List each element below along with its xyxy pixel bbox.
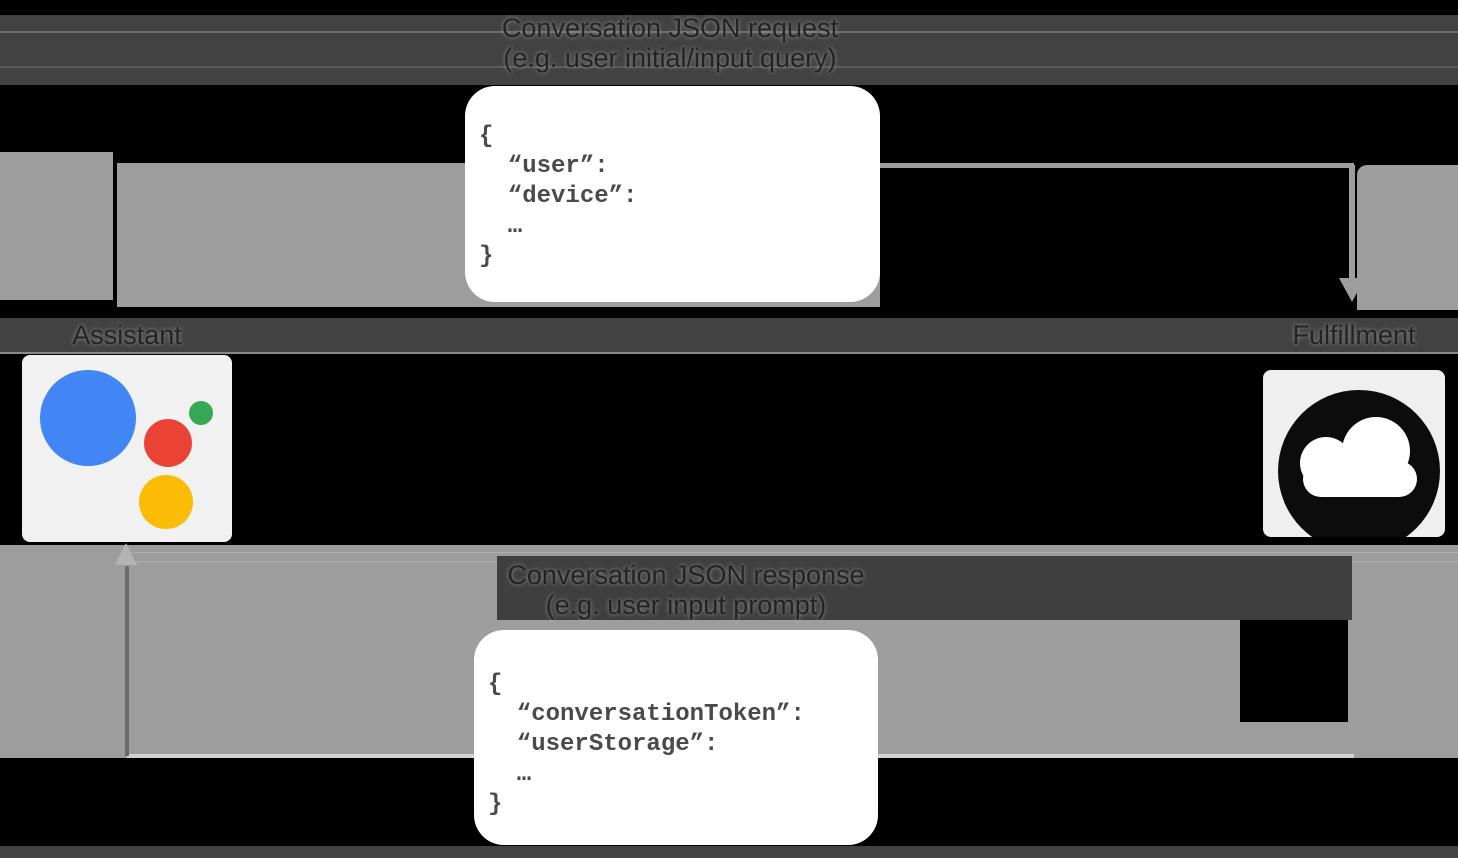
- code-line: “device”:: [479, 183, 638, 210]
- response-title-line1: Conversation JSON response: [507, 560, 865, 590]
- corridor-stripe: [127, 552, 1458, 553]
- band-stripe: [0, 66, 1458, 68]
- response-json-box: { “conversationToken”: “userStorage”: …}: [474, 630, 878, 845]
- response-title: Conversation JSON response (e.g. user in…: [386, 560, 986, 620]
- assistant-yellow-dot: [139, 475, 193, 529]
- response-arrow-line-left: [125, 566, 129, 756]
- cloud-icon: [1263, 370, 1445, 537]
- request-title-band: [0, 15, 1458, 85]
- code-line: }: [488, 791, 503, 818]
- code-line: “userStorage”:: [488, 731, 719, 758]
- request-arrowhead-down-icon: [1339, 278, 1365, 302]
- code-line: …: [488, 761, 532, 788]
- response-arrowhead-up-icon: [115, 543, 137, 565]
- fulfillment-label: Fulfillment: [1292, 320, 1416, 350]
- response-title-band: [497, 556, 1352, 620]
- request-title-line2: (e.g. user initial/input query): [503, 43, 837, 73]
- request-arrow-line-vertical: [1349, 165, 1355, 280]
- cloud-base: [1303, 461, 1417, 497]
- request-corridor-left: [0, 152, 113, 300]
- code-line: “user”:: [479, 153, 609, 180]
- request-corridor-right: [1357, 165, 1458, 310]
- response-title-line2: (e.g. user input prompt): [545, 590, 827, 620]
- assistant-label: Assistant: [72, 320, 182, 350]
- code-line: }: [479, 243, 494, 270]
- band-stripe: [0, 31, 1458, 33]
- request-title-line1: Conversation JSON request: [501, 13, 839, 43]
- request-title: Conversation JSON request (e.g. user ini…: [370, 13, 970, 73]
- corridor-gap: [1240, 620, 1348, 722]
- bottom-band: [0, 846, 1458, 858]
- request-json-box: { “user”: “device”: …}: [465, 86, 880, 302]
- code-line: “conversationToken”:: [488, 701, 805, 728]
- assistant-green-dot: [189, 401, 213, 425]
- code-line: {: [488, 671, 503, 698]
- assistant-red-dot: [144, 419, 192, 467]
- response-json-code: { “conversationToken”: “userStorage”: …}: [474, 630, 878, 820]
- code-line: …: [479, 213, 523, 240]
- request-json-code: { “user”: “device”: …}: [465, 86, 880, 272]
- assistant-blue-dot: [40, 370, 136, 466]
- entity-label-band: [0, 318, 1458, 354]
- google-assistant-logo-icon: [22, 355, 232, 542]
- code-line: {: [479, 123, 494, 150]
- request-arrow-line-left: [113, 152, 117, 300]
